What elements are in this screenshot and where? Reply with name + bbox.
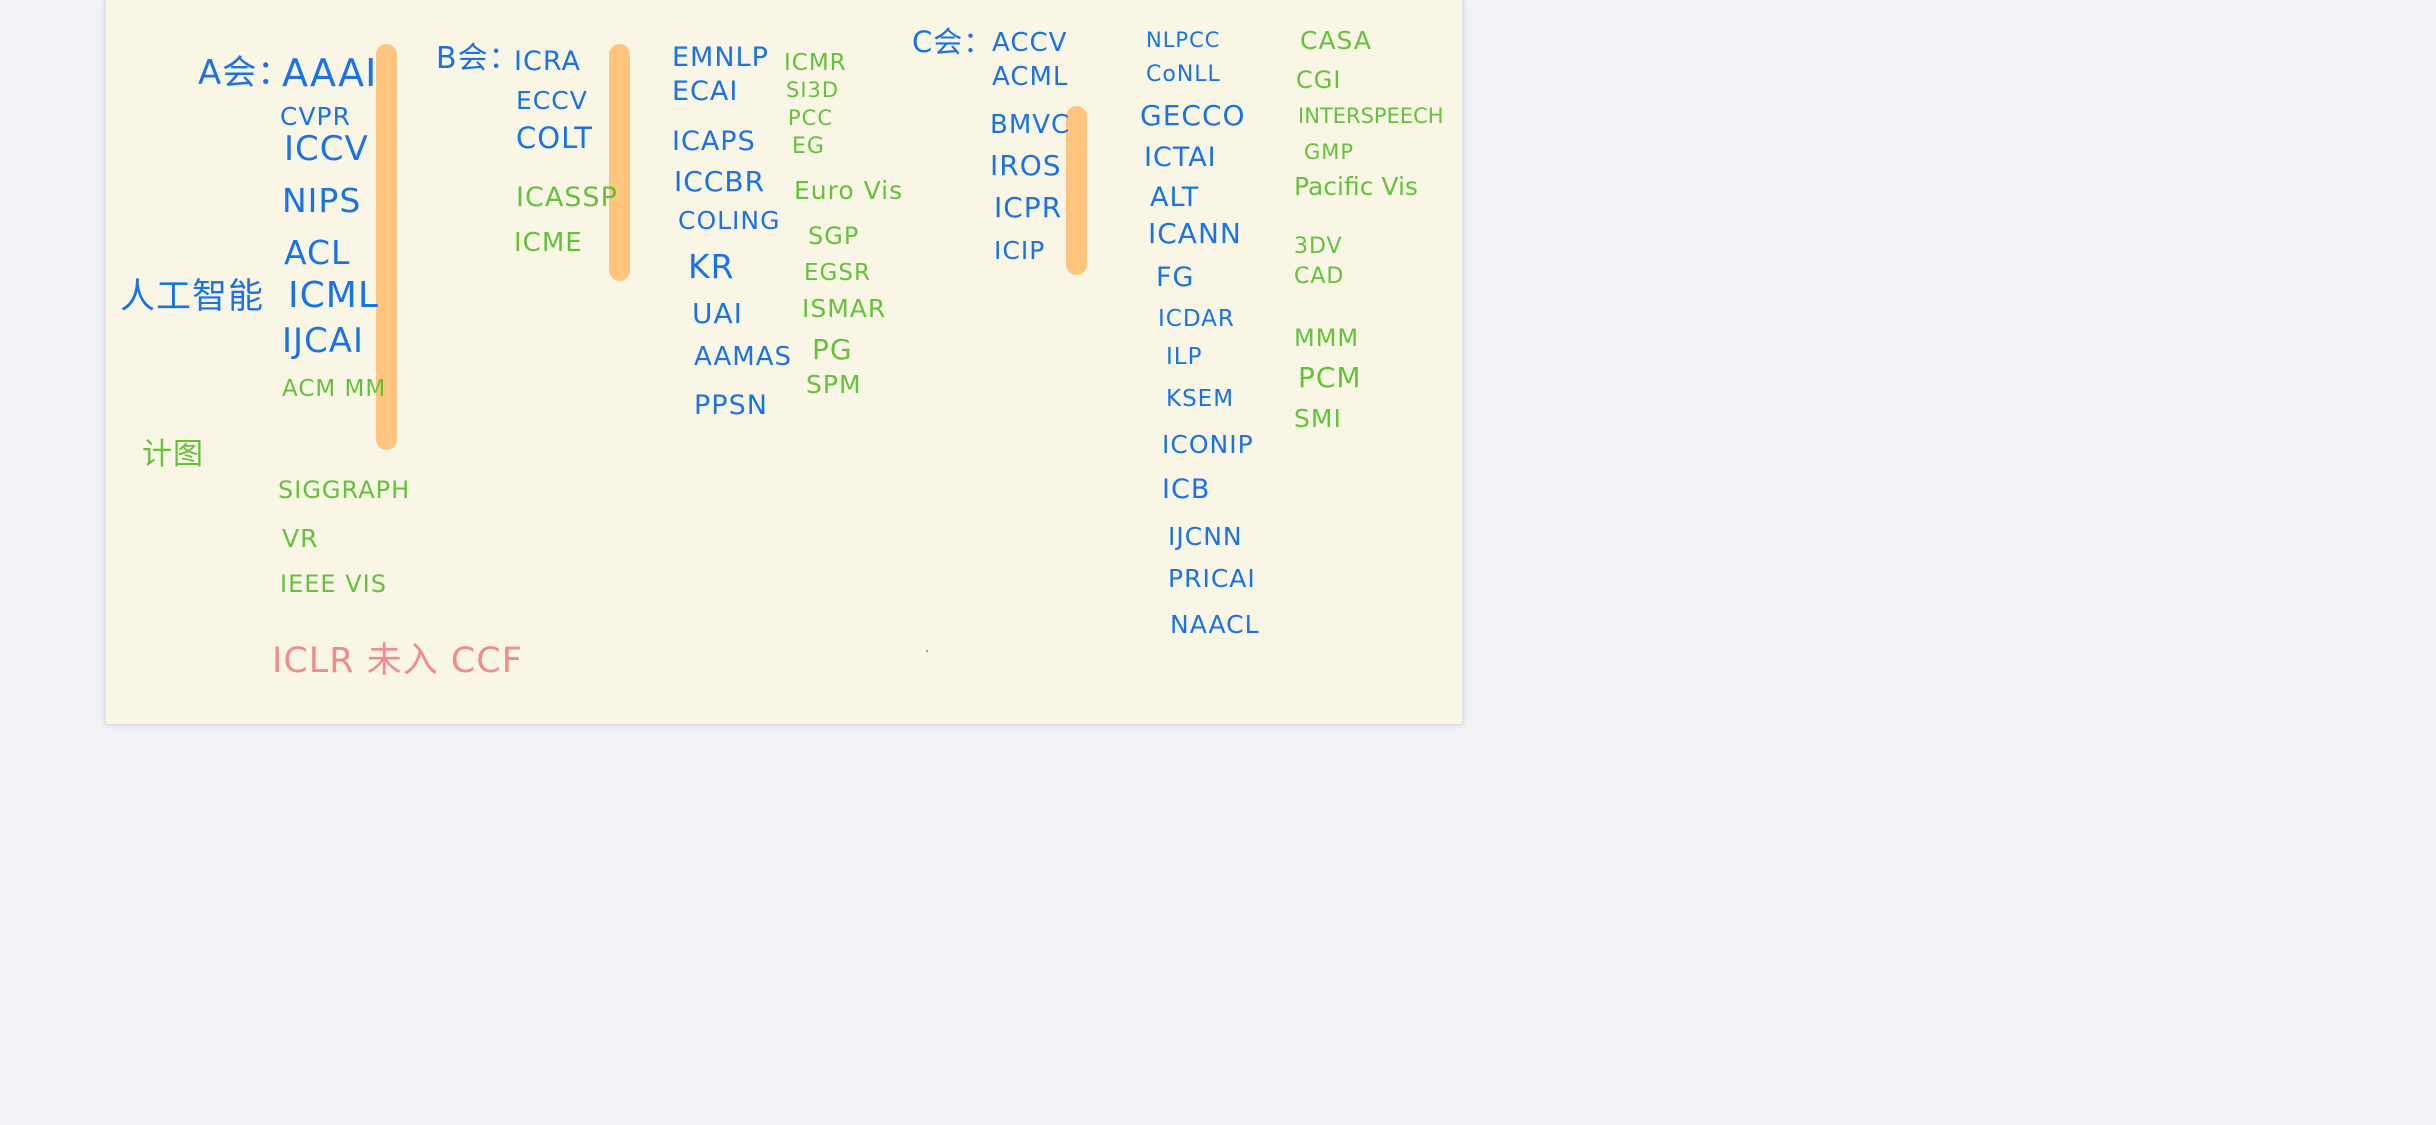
a-cg-item: ACM MM: [282, 376, 387, 402]
b-cg-item: ICME: [514, 228, 583, 258]
stray-dot: [926, 650, 928, 652]
c-cg-item: INTERSPEECH: [1298, 104, 1444, 128]
b-ai-item: ECAI: [672, 76, 739, 107]
c-ai-item: FG: [1156, 262, 1195, 293]
a-ai-item: AAAI: [282, 51, 378, 95]
c-ai-item: KSEM: [1166, 386, 1235, 412]
b-ai-item: PPSN: [694, 390, 768, 421]
b-cg-item: ICASSP: [516, 182, 618, 213]
cg-category-label: 计图: [142, 437, 204, 472]
c-cg-item: Pacific Vis: [1294, 172, 1418, 201]
a-cg-item: VR: [282, 524, 319, 553]
b-cg-item: PG: [812, 333, 853, 366]
b-cg-item: SI3D: [786, 78, 840, 102]
c-ai-item: IROS: [990, 149, 1062, 182]
a-highlight-bar: [376, 44, 397, 450]
c-ai-item: IJCNN: [1168, 522, 1243, 551]
b-cg-item: SPM: [806, 370, 862, 399]
b-cg-item: SGP: [808, 222, 860, 250]
a-cg-item: IEEE VIS: [280, 570, 387, 598]
c-ai-item: NAACL: [1170, 610, 1260, 639]
b-ai-item: ICAPS: [672, 126, 756, 157]
b-ai-item: ECCV: [516, 86, 588, 115]
b-ai-item: ICRA: [514, 46, 581, 77]
b-ai-item: UAI: [692, 297, 743, 330]
note-page: A会： B会： C会： 人工智能 计图 AAAI CVPR ICCV NIPS …: [106, 0, 1462, 724]
c-ai-item: BMVC: [990, 110, 1071, 140]
c-cg-item: PCM: [1298, 361, 1362, 394]
ai-category-label: 人工智能: [120, 277, 265, 317]
c-cg-item: CASA: [1300, 26, 1372, 55]
b-ai-item: COLT: [516, 121, 593, 155]
a-ai-item: ICML: [288, 275, 379, 316]
c-ai-item: ICIP: [994, 236, 1046, 265]
c-ai-item: ALT: [1150, 182, 1200, 213]
c-ai-item: GECCO: [1140, 99, 1246, 132]
c-ai-item: NLPCC: [1146, 28, 1221, 52]
c-ai-item: ACCV: [992, 28, 1068, 58]
a-cg-item: SIGGRAPH: [278, 476, 411, 504]
c-ai-item: ILP: [1166, 344, 1203, 370]
c-ai-item: CoNLL: [1146, 62, 1221, 87]
a-ai-item: ACL: [284, 233, 351, 272]
c-ai-item: ICDAR: [1158, 306, 1235, 332]
c-cg-item: SMI: [1294, 404, 1342, 433]
c-highlight-bar: [1066, 106, 1087, 275]
b-cg-item: EGSR: [804, 260, 871, 286]
iclr-note: ICLR 未入 CCF: [272, 641, 523, 681]
b-group-label: B会：: [436, 41, 520, 76]
c-cg-item: CAD: [1294, 264, 1345, 289]
c-group-label: C会：: [912, 25, 994, 59]
a-ai-item: CVPR: [280, 102, 352, 131]
c-ai-item: ACML: [992, 62, 1069, 92]
b-ai-item: COLING: [678, 206, 781, 235]
c-cg-item: CGI: [1296, 66, 1342, 94]
c-ai-item: ICANN: [1148, 217, 1242, 250]
a-group-label: A会：: [198, 53, 293, 93]
c-ai-item: PRICAI: [1168, 564, 1256, 593]
a-ai-item: IJCAI: [282, 321, 365, 361]
c-ai-item: ICTAI: [1144, 142, 1217, 173]
c-ai-item: ICPR: [994, 191, 1063, 224]
b-ai-item: ICCBR: [674, 165, 766, 198]
b-cg-item: PCC: [788, 106, 833, 130]
c-cg-item: MMM: [1294, 324, 1360, 352]
a-ai-item: ICCV: [284, 129, 369, 169]
b-ai-item: AAMAS: [694, 342, 793, 372]
c-ai-item: ICB: [1162, 474, 1211, 505]
b-highlight-bar: [609, 44, 630, 281]
b-cg-item: EG: [792, 134, 825, 159]
a-ai-item: NIPS: [282, 181, 362, 220]
b-cg-item: ISMAR: [802, 294, 887, 323]
c-ai-item: ICONIP: [1162, 430, 1254, 459]
b-ai-item: KR: [688, 247, 735, 286]
c-cg-item: 3DV: [1294, 234, 1343, 259]
b-cg-item: Euro Vis: [794, 176, 904, 205]
b-ai-item: EMNLP: [672, 42, 769, 73]
c-cg-item: GMP: [1304, 140, 1355, 164]
b-cg-item: ICMR: [784, 50, 847, 76]
